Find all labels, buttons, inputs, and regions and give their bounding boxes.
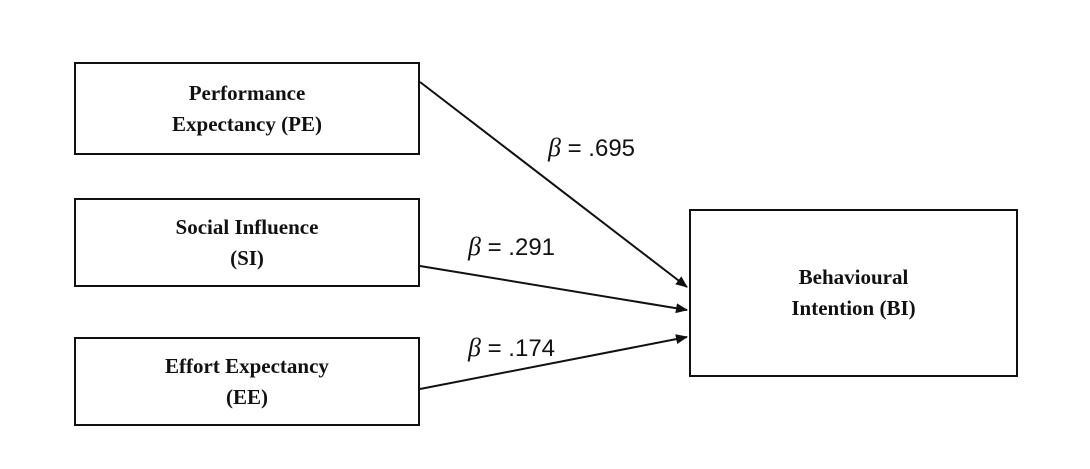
node-pe-line-1: Performance — [188, 80, 306, 105]
beta-symbol: β — [548, 133, 561, 162]
node-social-influence: Social Influence (SI) — [74, 198, 420, 287]
node-bi-line-1: Behavioural — [798, 265, 909, 289]
edge-label-pe-bi: β = .695 — [548, 133, 635, 163]
coefficient-value: = .695 — [567, 135, 636, 162]
node-performance-expectancy: Performance Expectancy (PE) — [74, 62, 420, 155]
node-ee-line-2: (EE) — [226, 384, 268, 409]
node-behavioural-intention: Behavioural Intention (BI) — [689, 209, 1018, 377]
node-ee-line-1: Effort Expectancy — [165, 353, 329, 378]
beta-symbol: β — [468, 333, 481, 362]
beta-symbol: β — [468, 232, 481, 261]
arrow-ee-to-bi — [419, 334, 688, 390]
arrow-pe-to-bi — [419, 81, 688, 288]
node-bi-line-2: Intention (BI) — [791, 296, 916, 320]
node-pe-line-2: Expectancy (PE) — [172, 111, 322, 136]
arrow-si-to-bi — [419, 265, 688, 314]
node-si-line-1: Social Influence — [175, 214, 319, 239]
edge-label-si-bi: β = .291 — [468, 232, 555, 262]
coefficient-value: = .174 — [487, 335, 556, 362]
coefficient-value: = .291 — [487, 234, 556, 261]
edge-label-ee-bi: β = .174 — [468, 333, 555, 363]
node-si-line-2: (SI) — [230, 245, 264, 270]
node-effort-expectancy: Effort Expectancy (EE) — [74, 337, 420, 426]
